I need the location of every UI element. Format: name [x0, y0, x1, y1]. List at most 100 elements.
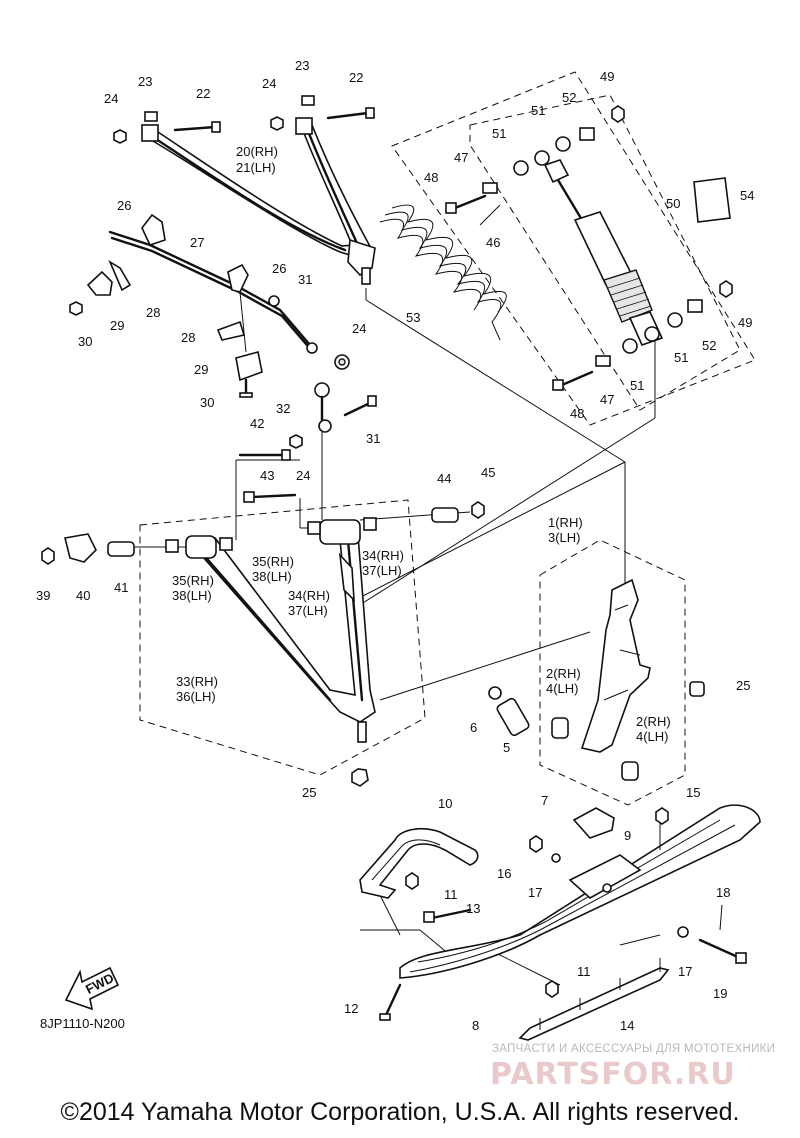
callout-labels: 24 23 22 24 23 22 20(RH) 21(LH) 26 27 26…	[36, 58, 754, 1033]
callout-31: 31	[366, 431, 380, 446]
callout-32: 32	[276, 401, 290, 416]
callout-41: 41	[114, 580, 128, 595]
callout-8: 8	[472, 1018, 479, 1033]
callout-52: 52	[702, 338, 716, 353]
callout-35: 35(RH)	[252, 554, 294, 569]
callout-27: 27	[190, 235, 204, 250]
copyright-notice: ©2014 Yamaha Motor Corporation, U.S.A. A…	[60, 1098, 740, 1126]
callout-46: 46	[486, 235, 500, 250]
callout-42: 42	[250, 416, 264, 431]
callout-10: 10	[438, 796, 452, 811]
callout-25: 25	[736, 678, 750, 693]
callout-36: 36(LH)	[176, 689, 216, 704]
callout-49: 49	[600, 69, 614, 84]
callout-30: 30	[200, 395, 214, 410]
callout-51: 51	[674, 350, 688, 365]
callout-13: 13	[466, 901, 480, 916]
wear-bar	[518, 958, 670, 1041]
callout-24: 24	[352, 321, 366, 336]
callout-48: 48	[424, 170, 438, 185]
callout-24: 24	[262, 76, 276, 91]
stabilizer-bar	[108, 230, 350, 370]
callout-37: 37(LH)	[288, 603, 328, 618]
callout-23: 23	[138, 74, 152, 89]
callout-6: 6	[470, 720, 477, 735]
callout-38: 38(LH)	[172, 588, 212, 603]
callout-54: 54	[740, 188, 754, 203]
callout-21: 21(LH)	[236, 160, 276, 175]
callout-9: 9	[624, 828, 631, 843]
callout-22: 22	[196, 86, 210, 101]
callout-48: 48	[570, 406, 584, 421]
callout-26: 26	[117, 198, 131, 213]
callout-47: 47	[600, 392, 614, 407]
callout-18: 18	[716, 885, 730, 900]
shock-spring	[379, 204, 507, 341]
reference-code: 8JP1110-N200	[40, 1016, 125, 1031]
callout-4: 4(LH)	[546, 681, 579, 696]
callout-51: 51	[531, 103, 545, 118]
callout-34: 34(RH)	[362, 548, 404, 563]
callout-12: 12	[344, 1001, 358, 1016]
callout-51: 51	[492, 126, 506, 141]
callout-24: 24	[104, 91, 118, 106]
watermark-caption: ЗАПЧАСТИ И АКСЕССУАРЫ ДЛЯ МОТОТЕХНИКИ	[492, 1043, 776, 1055]
shock-absorber	[534, 150, 664, 346]
callout-15: 15	[686, 785, 700, 800]
callout-38: 38(LH)	[252, 569, 292, 584]
callout-51: 51	[630, 378, 644, 393]
callout-30: 30	[78, 334, 92, 349]
callout-37: 37(LH)	[362, 563, 402, 578]
lower-arm-hardware	[41, 449, 485, 787]
callout-39: 39	[36, 588, 50, 603]
callout-1: 1(RH)	[548, 515, 583, 530]
callout-5: 5	[503, 740, 510, 755]
shock-inner-box	[469, 94, 741, 411]
upper-arm-hardware	[113, 95, 375, 144]
callout-23: 23	[295, 58, 309, 73]
shock-hardware	[445, 105, 733, 391]
callout-7: 7	[541, 793, 548, 808]
upper-a-arm	[141, 117, 376, 285]
spindle-group-box	[539, 539, 686, 806]
callout-3: 3(LH)	[548, 530, 581, 545]
callout-40: 40	[76, 588, 90, 603]
callout-16: 16	[497, 866, 511, 881]
callout-2: 2(RH)	[636, 714, 671, 729]
stabilizer-mounts	[69, 213, 280, 398]
callout-26: 26	[272, 261, 286, 276]
callout-17: 17	[678, 964, 692, 979]
callout-28: 28	[146, 305, 160, 320]
ski-hardware	[379, 807, 747, 1021]
callout-53: 53	[406, 310, 420, 325]
spindle	[488, 578, 705, 839]
callout-22: 22	[349, 70, 363, 85]
shock-group-box	[391, 71, 756, 426]
callout-4: 4(LH)	[636, 729, 669, 744]
callout-47: 47	[454, 150, 468, 165]
callout-11: 11	[577, 964, 591, 979]
callout-19: 19	[713, 986, 727, 1001]
stabilizer-link	[289, 382, 377, 449]
callout-50: 50	[666, 196, 680, 211]
callout-24: 24	[296, 468, 310, 483]
callout-20: 20(RH)	[236, 144, 278, 159]
callout-43: 43	[260, 468, 274, 483]
callout-17: 17	[528, 885, 542, 900]
callout-45: 45	[481, 465, 495, 480]
callout-25: 25	[302, 785, 316, 800]
callout-29: 29	[110, 318, 124, 333]
callout-28: 28	[181, 330, 195, 345]
lower-a-arm	[185, 519, 376, 743]
ski-handle	[359, 828, 479, 899]
callout-11: 11	[444, 887, 458, 902]
callout-52: 52	[562, 90, 576, 105]
callout-35: 35(RH)	[172, 573, 214, 588]
callout-44: 44	[437, 471, 451, 486]
callout-2: 2(RH)	[546, 666, 581, 681]
callout-14: 14	[620, 1018, 634, 1033]
callout-49: 49	[738, 315, 752, 330]
callout-29: 29	[194, 362, 208, 377]
watermark-logo: PARTSFOR.RU	[490, 1057, 736, 1092]
